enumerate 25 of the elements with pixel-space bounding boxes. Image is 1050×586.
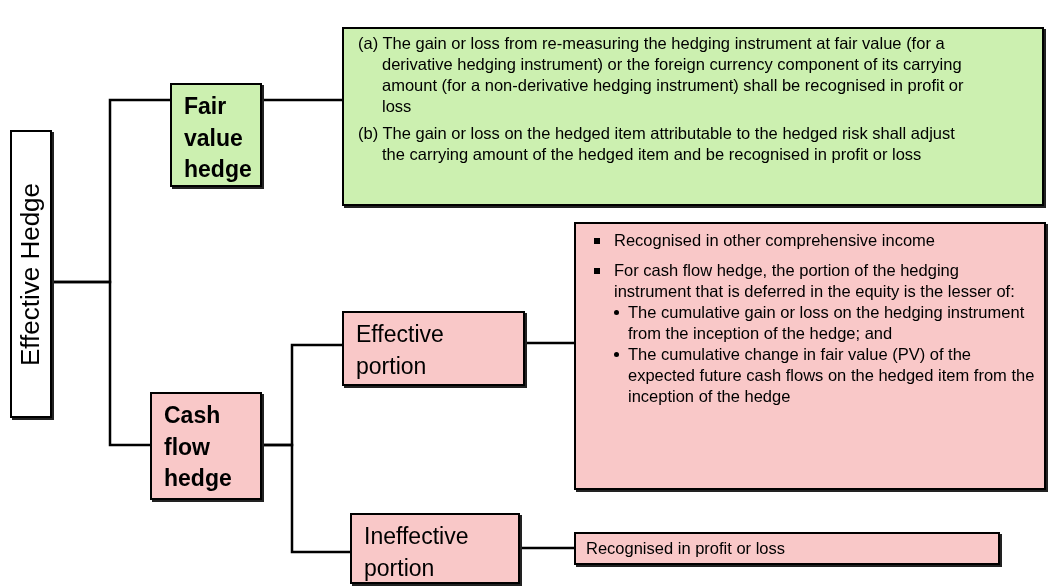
description-box <box>574 532 1000 565</box>
connector-line <box>520 546 574 550</box>
description-box <box>574 222 1046 490</box>
category-label: Effective portion <box>356 320 445 381</box>
rule-paragraph: (a) The gain or loss from re-measuring the hedging instrument at fair value (for a derivative hedging instrument) or the foreign currency component of its carrying amount (for a non-derivative hedging instrument) shall be recognised in profit or loss <box>358 33 965 117</box>
title-box <box>10 130 52 418</box>
connector-line <box>262 98 342 102</box>
category-box <box>350 513 520 584</box>
connector-line <box>52 280 150 447</box>
category-box <box>342 311 525 386</box>
category-label: Fair value hedge <box>184 92 252 185</box>
category-label: Cash flow hedge <box>164 401 233 494</box>
bullet-item: Recognised in other comprehensive income <box>614 230 936 251</box>
category-box <box>170 83 262 187</box>
bullet-item: For cash flow hedge, the portion of the hedging instrument that is deferred in the equity is the lesser of: <box>614 259 1016 302</box>
bullet-item: The cumulative change in fair value (PV) of the expected future cash flows on the hedged item from the inception of the hedge <box>628 343 1036 407</box>
category-label: Ineffective portion <box>364 522 470 583</box>
rule-paragraph: (b) The gain or loss on the hedged item attributable to the hedged risk shall adjust the carrying amount of the hedged item and be recognised in profit or loss <box>358 122 956 165</box>
outcome-text: Recognised in profit or loss <box>586 539 785 558</box>
bullet-item: The cumulative gain or loss on the hedging instrument from the inception of the hedge; and <box>628 301 1026 344</box>
connector-line <box>262 443 350 554</box>
connector-line <box>525 341 574 345</box>
title-text: Effective Hedge <box>15 182 47 366</box>
category-box <box>150 392 262 500</box>
description-box <box>342 27 1044 206</box>
